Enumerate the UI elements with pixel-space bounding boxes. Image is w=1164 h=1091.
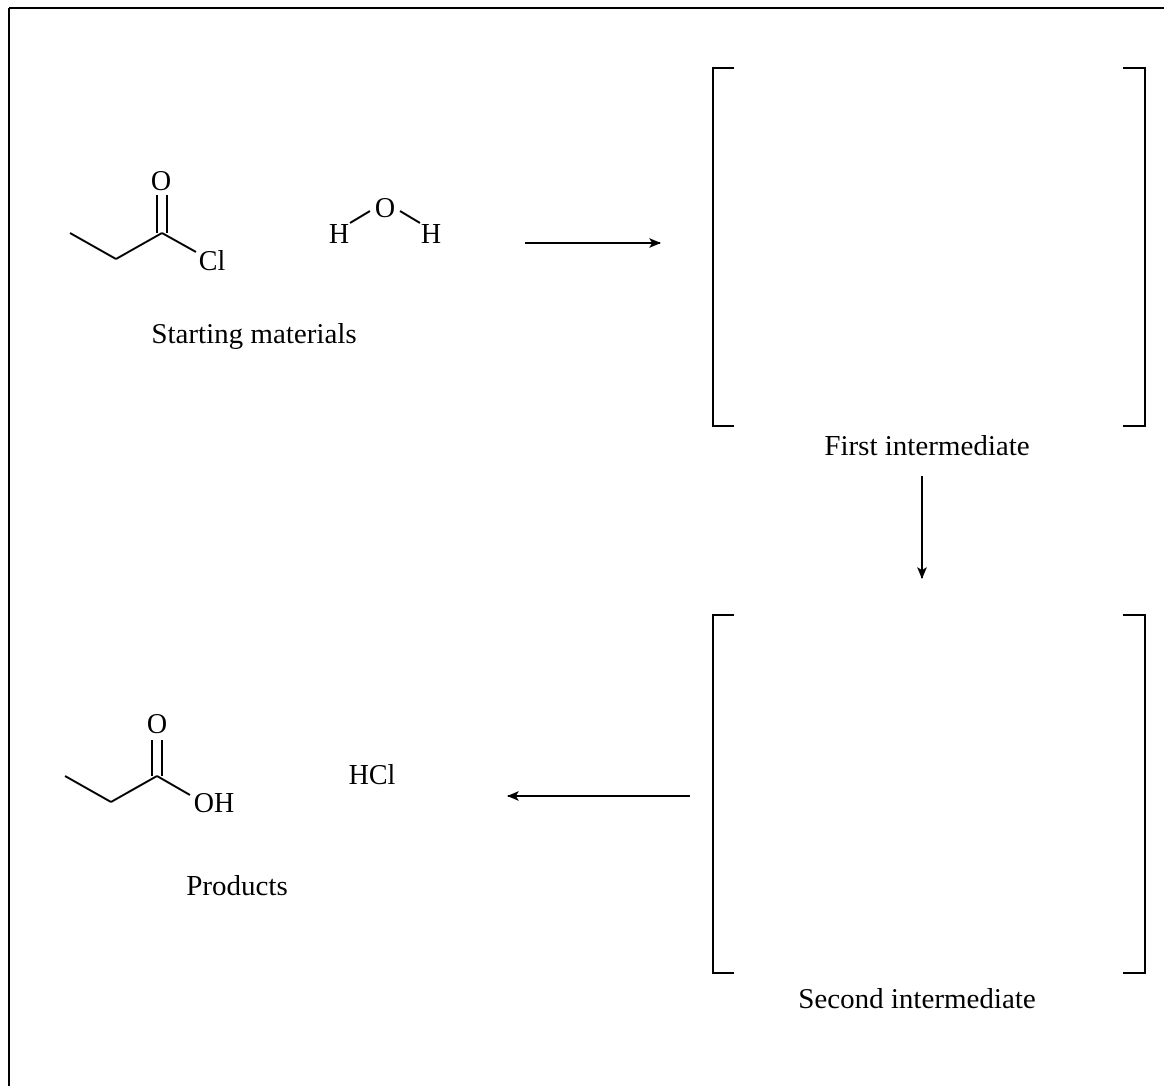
- water-structure: H O H: [329, 193, 441, 250]
- bond-o-h-right: [399, 210, 421, 224]
- first-intermediate-caption: First intermediate: [824, 430, 1029, 462]
- bond-c1-c2: [69, 232, 117, 260]
- left-bracket: [712, 614, 734, 974]
- propanoyl-chloride-structure: O Cl: [69, 166, 226, 277]
- water-oxygen-label: O: [375, 193, 395, 224]
- first-intermediate-bracket: [712, 67, 1146, 427]
- bond-c-oh: [156, 775, 191, 796]
- outer-frame: [8, 7, 1164, 1086]
- propanoic-acid-structure: O OH: [64, 709, 234, 819]
- second-intermediate-caption: Second intermediate: [798, 983, 1036, 1015]
- bond-c2-c3: [110, 775, 158, 803]
- bond-c1-c2: [64, 775, 112, 803]
- acyl-oxygen-label: O: [151, 166, 171, 197]
- right-bracket: [1123, 614, 1146, 974]
- acid-oxygen-label: O: [147, 709, 167, 740]
- products-caption: Products: [186, 870, 288, 902]
- left-bracket: [712, 67, 734, 427]
- bond-h-o-left: [349, 210, 371, 224]
- right-bracket: [1123, 67, 1146, 427]
- bond-c-cl: [161, 232, 197, 253]
- hydroxyl-label: OH: [194, 788, 234, 819]
- water-hydrogen-right-label: H: [421, 219, 441, 250]
- starting-materials-caption: Starting materials: [151, 318, 356, 350]
- chlorine-label: Cl: [199, 246, 226, 277]
- second-intermediate-bracket: [712, 614, 1146, 974]
- bond-c2-c3: [115, 232, 163, 260]
- hcl-label: HCl: [349, 760, 396, 791]
- water-hydrogen-left-label: H: [329, 219, 349, 250]
